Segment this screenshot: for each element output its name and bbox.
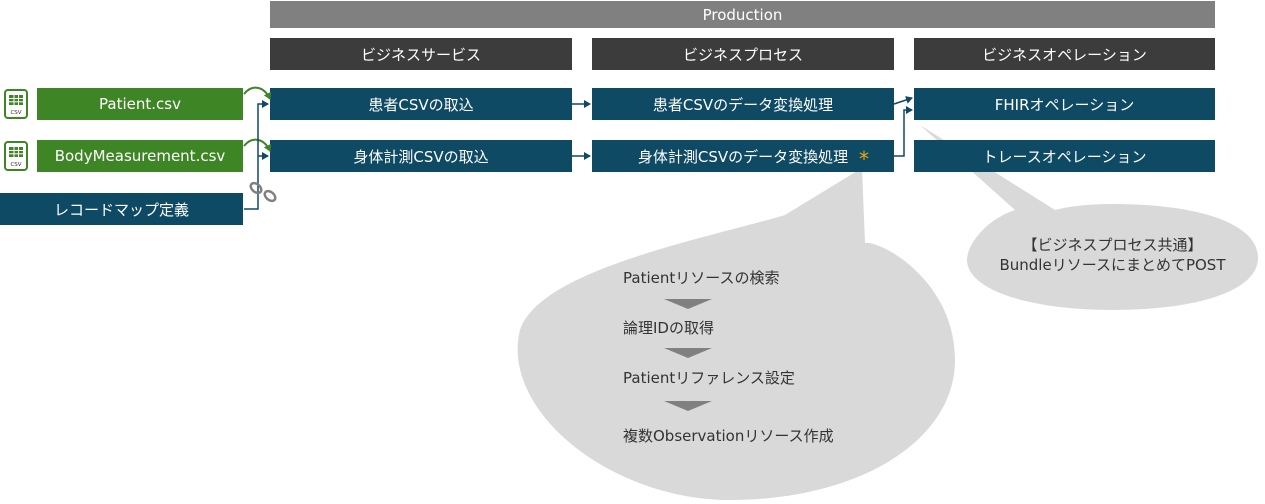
- process-patient-convert[interactable]: 患者CSVのデータ変換処理: [592, 88, 894, 120]
- process-body-convert-label: 身体計測CSVのデータ変換処理: [637, 147, 849, 166]
- patient-csv-file[interactable]: Patient.csv: [37, 88, 243, 120]
- csv-file-icon: CSV: [4, 89, 28, 123]
- step-arrow-3: [664, 401, 712, 411]
- chain-link-icon: [249, 181, 277, 203]
- arrow-patient-process-to-fhir: [893, 96, 913, 105]
- note-line-1: 【ビジネスプロセス共通】: [1022, 236, 1203, 254]
- common-note-text: 【ビジネスプロセス共通】 BundleリソースにまとめてPOST: [975, 234, 1250, 276]
- header-services-label: ビジネスサービス: [360, 45, 481, 64]
- process-patient-convert-label: 患者CSVのデータ変換処理: [652, 95, 834, 114]
- header-business-operations: ビジネスオペレーション: [914, 38, 1215, 70]
- body-measurement-csv-file[interactable]: BodyMeasurement.csv: [37, 140, 243, 172]
- record-map-label: レコードマップ定義: [53, 200, 189, 219]
- curved-arrow-icon: [243, 138, 272, 152]
- header-business-services: ビジネスサービス: [270, 38, 572, 70]
- step-set-patient-reference: Patientリファレンス設定: [623, 369, 795, 387]
- record-map-definition[interactable]: レコードマップ定義: [0, 193, 243, 225]
- arrow-body-process-to-fhir: [894, 106, 913, 157]
- note-line-2: BundleリソースにまとめてPOST: [999, 256, 1226, 274]
- step-get-logical-id: 論理IDの取得: [623, 319, 714, 337]
- header-operations-label: ビジネスオペレーション: [982, 45, 1147, 64]
- step-arrow-1: [664, 299, 712, 309]
- process-body-convert[interactable]: 身体計測CSVのデータ変換処理 *: [592, 140, 894, 172]
- svg-text:CSV: CSV: [10, 162, 21, 168]
- service-body-intake-label: 身体計測CSVの取込: [353, 147, 489, 166]
- process-detail-bubble: [517, 168, 955, 500]
- step-arrow-2: [664, 348, 712, 358]
- operation-trace[interactable]: トレースオペレーション: [914, 140, 1215, 172]
- header-processes-label: ビジネスプロセス: [682, 45, 803, 64]
- body-measurement-csv-label: BodyMeasurement.csv: [54, 147, 226, 165]
- operation-trace-label: トレースオペレーション: [982, 147, 1147, 166]
- common-note-bubble: [920, 125, 1258, 310]
- svg-text:CSV: CSV: [10, 110, 21, 116]
- curved-arrow-icon: [243, 86, 272, 100]
- step-patient-search: Patientリソースの検索: [623, 269, 780, 287]
- service-body-intake[interactable]: 身体計測CSVの取込: [270, 140, 572, 172]
- step-create-observations: 複数Observationリソース作成: [623, 427, 834, 445]
- service-patient-intake-label: 患者CSVの取込: [368, 95, 474, 114]
- production-label: Production: [702, 5, 783, 24]
- operation-fhir-label: FHIRオペレーション: [994, 95, 1135, 114]
- header-business-processes: ビジネスプロセス: [592, 38, 894, 70]
- asterisk-marker: *: [859, 147, 869, 171]
- service-patient-intake[interactable]: 患者CSVの取込: [270, 88, 572, 120]
- operation-fhir[interactable]: FHIRオペレーション: [914, 88, 1215, 120]
- csv-file-icon: CSV: [4, 141, 28, 175]
- production-bar: Production: [270, 1, 1215, 28]
- patient-csv-label: Patient.csv: [99, 95, 181, 113]
